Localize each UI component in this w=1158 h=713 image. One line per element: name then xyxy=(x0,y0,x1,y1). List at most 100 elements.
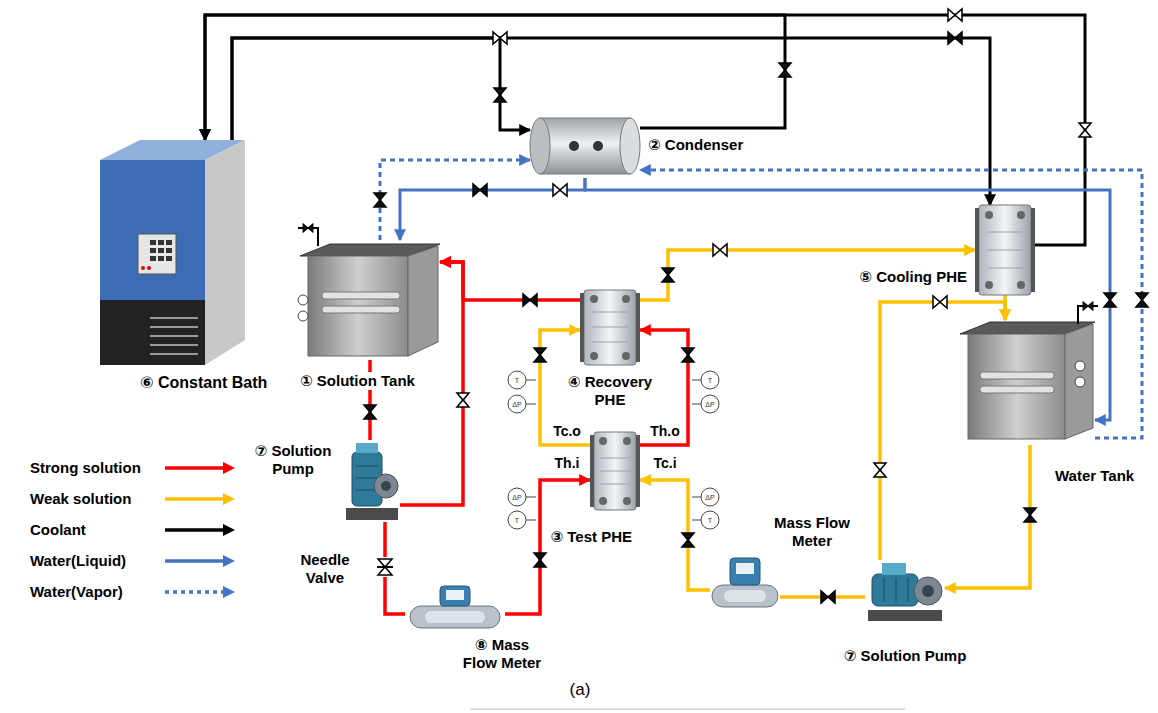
water-tank-illustration xyxy=(980,386,1054,393)
gauge-symbols xyxy=(508,371,526,389)
label-holder: ⑤ Cooling PHE xyxy=(859,268,967,286)
condenser-unit: ② Condenser xyxy=(530,112,640,178)
legend-label: Strong solution xyxy=(30,459,141,477)
cooling-phe-illustration xyxy=(975,205,1035,295)
solution-tank-illustration xyxy=(322,292,400,299)
valve-symbols xyxy=(1079,123,1091,137)
valve-symbols xyxy=(948,32,962,44)
recovery-phe-illustration xyxy=(584,290,636,365)
component-label: Water Tank xyxy=(1055,467,1134,485)
legend-sample-line xyxy=(165,466,225,470)
legend-label: Water(Liquid) xyxy=(30,552,126,570)
pipe-line xyxy=(380,160,530,240)
recovery-phe-illustration xyxy=(636,293,640,362)
label-holder: Th.o xyxy=(650,424,680,438)
constant-bath-illustration xyxy=(150,317,198,319)
label-holder: Tc.i xyxy=(653,456,676,470)
cooling-phe-illustration xyxy=(985,281,993,289)
recovery-phe-illustration xyxy=(590,352,598,360)
label-holder: Tc.o xyxy=(553,424,581,438)
cooling-phe-illustration xyxy=(987,268,1023,269)
gauge-symbols xyxy=(526,520,536,521)
temperature-label: Th.i xyxy=(555,456,580,470)
flow-meter: Mass Flow Meter xyxy=(710,555,780,610)
valve-symbols xyxy=(682,533,694,547)
legend-row: Coolant xyxy=(30,520,240,540)
legend-sample-head xyxy=(223,586,235,598)
valve-symbols xyxy=(933,296,947,308)
needle-valve-symbol xyxy=(378,559,392,567)
gauge-symbols xyxy=(701,511,719,529)
valve-symbols xyxy=(494,88,506,102)
condenser-illustration xyxy=(620,118,640,174)
component-label: ③ Test PHE xyxy=(550,528,632,546)
label-holder: Needle Valve xyxy=(285,551,365,587)
component-label: ⑦ Solution Pump xyxy=(248,442,338,478)
constant-bath-illustration xyxy=(166,240,172,245)
legend-label: Weak solution xyxy=(30,490,131,508)
recovery-phe-illustration xyxy=(592,342,628,343)
water-tank-illustration xyxy=(1065,324,1093,439)
needle-valve-symbol xyxy=(378,567,392,575)
constant-bath-illustration xyxy=(166,256,172,261)
legend-row: Weak solution xyxy=(30,489,240,509)
label-holder: Water Tank xyxy=(1055,467,1134,485)
mass-flow-meter-illustration xyxy=(410,606,500,628)
cooling-phe-illustration xyxy=(1017,281,1025,289)
solution-tank-illustration xyxy=(298,311,308,321)
label-holder: ⑧ Mass Flow Meter xyxy=(460,636,544,672)
condenser-illustration xyxy=(593,141,603,151)
solution-pump-illustration xyxy=(356,443,378,453)
water-tank-illustration xyxy=(1083,302,1093,310)
gauge-label: ΔP xyxy=(705,494,714,501)
pipe-line xyxy=(383,522,387,557)
test-phe-illustration xyxy=(590,435,594,507)
water-tank-illustration xyxy=(1075,361,1085,371)
constant-bath-illustration xyxy=(138,234,176,274)
recovery-phe-illustration xyxy=(592,327,628,328)
gauge-symbols xyxy=(526,404,536,405)
cooling-phe-illustration xyxy=(987,250,1023,251)
label-holder: ② Condenser xyxy=(648,136,743,154)
valve-symbols xyxy=(682,348,694,362)
solution-pump-illustration xyxy=(381,481,391,491)
component-label: ② Condenser xyxy=(648,136,743,154)
valve-symbols xyxy=(473,184,487,196)
valve-symbols xyxy=(662,268,674,282)
label-holder: T xyxy=(515,377,519,384)
test-phe-illustration xyxy=(594,432,636,510)
solution-pump-illustration xyxy=(374,474,398,498)
valve-symbols xyxy=(713,244,727,256)
solution-tank-illustration xyxy=(308,256,408,356)
test-phe-illustration xyxy=(600,458,630,459)
constant-bath-illustration xyxy=(100,300,205,365)
label-holder: ΔP xyxy=(705,494,714,501)
label-holder: Mass Flow Meter xyxy=(770,514,854,550)
gauge-symbols xyxy=(526,380,536,381)
legend-sample-line xyxy=(165,497,225,501)
label-holder: ④ Recovery PHE xyxy=(560,373,660,409)
cooling-phe-illustration xyxy=(975,208,979,292)
mass-flow-meter-illustration xyxy=(712,558,778,607)
gauge-symbols xyxy=(692,380,701,381)
component-label: ① Solution Tank xyxy=(300,372,415,390)
gauge-label: T xyxy=(515,517,519,524)
temperature-label: Tc.o xyxy=(553,424,581,438)
test-phe-illustration xyxy=(623,437,631,445)
cooling-phe-illustration xyxy=(979,205,1031,295)
label-holder: ΔP xyxy=(512,401,521,408)
recovery-phe-illustration xyxy=(592,312,628,313)
component-label: ⑦ Solution Pump xyxy=(844,647,967,665)
gauge-label: ΔP xyxy=(512,494,521,501)
pipe-line xyxy=(945,445,1030,588)
gauge-symbols xyxy=(508,511,526,529)
pipe-line xyxy=(440,262,580,300)
component-label: ⑧ Mass Flow Meter xyxy=(460,636,544,672)
legend-label: Water(Vapor) xyxy=(30,583,123,601)
solution-pump-illustration xyxy=(346,443,398,520)
pipe-line xyxy=(640,170,1142,438)
